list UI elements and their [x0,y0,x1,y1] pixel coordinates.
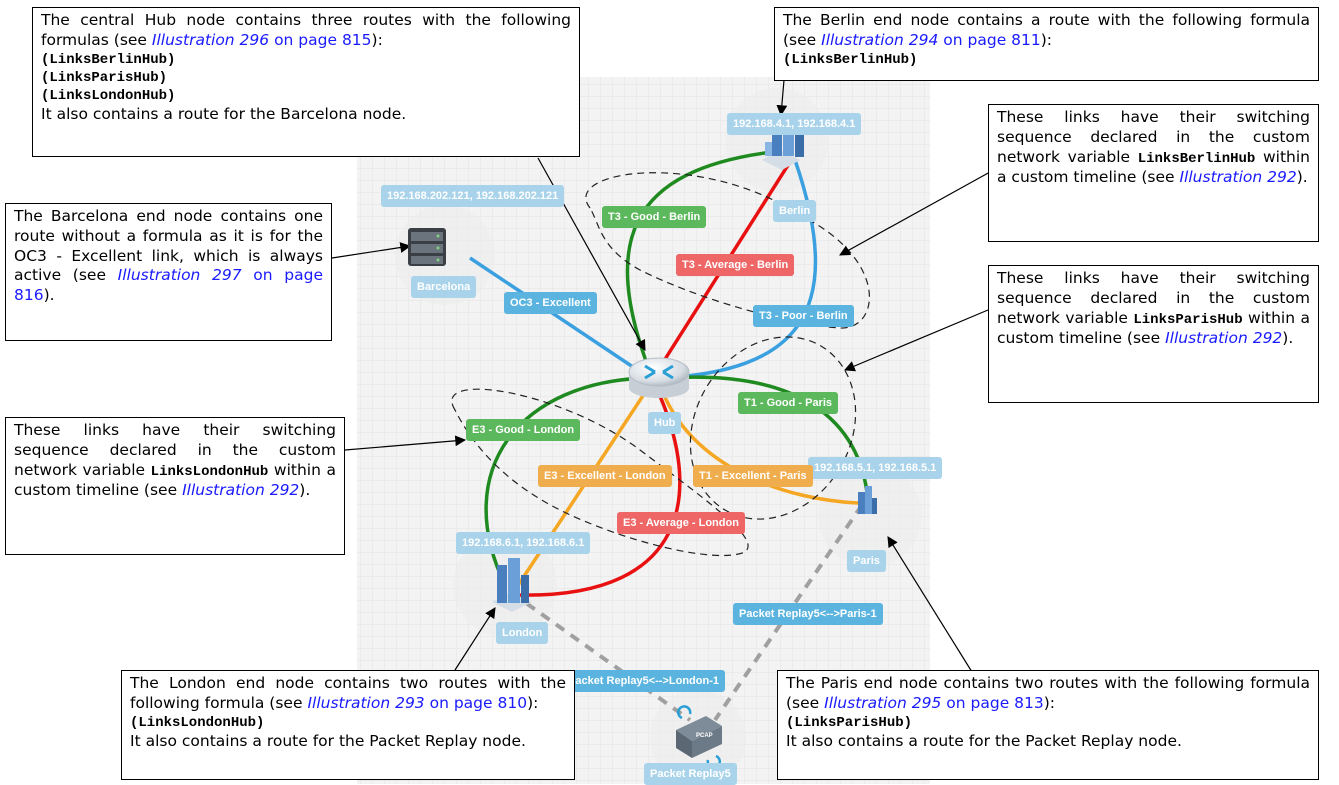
hub-formula-3: (LinksLondonHub) [41,87,176,104]
london-ip-label: 192.168.6.1, 192.168.6.1 [456,532,591,554]
paris-callout-arrow [887,536,973,673]
e3-average-london-label[interactable]: E3 - Average - London [617,512,745,534]
barcelona-name-label: Barcelona [411,276,477,298]
barcelona-callout-arrow [331,242,412,259]
t3-average-berlin-label[interactable]: T3 - Average - Berlin [676,254,795,276]
hub-formula-2: (LinksParisHub) [41,69,168,86]
london-callout-last: It also contains a route for the Packet … [130,731,526,750]
barcelona-callout-link[interactable]: Illustration 297 on page 816 [14,266,324,305]
t3-good-berlin-label[interactable]: T3 - Good - Berlin [602,206,707,228]
berlin-building-icon[interactable] [762,122,804,170]
paris-ip-label: 192.168.5.1, 192.168.5.1 [808,457,943,479]
replay-name-label: Packet Replay5 [644,763,737,785]
london-links-group [451,388,749,557]
hub-callout-last: It also contains a route for the Barcelo… [41,104,407,123]
berlin-links-link[interactable]: Illustration 292 [1179,167,1297,186]
paris-links-arrow [844,309,989,372]
berlin-links-group [585,172,870,329]
paris-callout: The Paris end node contains two routes w… [777,670,1319,780]
berlin-formula-1: (LinksBerlinHub) [783,51,918,68]
paris-callout-link[interactable]: Illustration 295 on page 813 [824,693,1044,712]
berlin-callout: The Berlin end node contains a route wit… [774,7,1319,81]
berlin-variable: LinksBerlinHub [1137,150,1256,167]
london-variable: LinksLondonHub [150,463,269,480]
paris-building-icon[interactable] [858,486,877,514]
paris-formula-1: (LinksParisHub) [786,714,913,731]
london-orange-link[interactable] [513,384,652,591]
paris-links-callout: These links have their switching sequenc… [988,265,1319,403]
pcap-icon-text: PCAP [696,733,713,739]
replay-paris-link-label[interactable]: Packet Replay5<-->Paris-1 [733,603,883,625]
london-links-link[interactable]: Illustration 292 [182,480,300,499]
barcelona-ip-label: 192.168.202.121, 192.168.202.121 [381,185,565,207]
paris-name-label: Paris [847,550,886,572]
berlin-links-arrow [839,171,991,256]
pcap-icon[interactable]: PCAP [676,705,722,769]
oc3-link[interactable] [469,256,646,377]
london-links-callout: These links have their switching sequenc… [5,417,345,555]
berlin-links-callout: These links have their switching sequenc… [988,104,1319,242]
oc3-link-label[interactable]: OC3 - Excellent [504,292,597,314]
hub-formula-1: (LinksBerlinHub) [41,51,176,68]
e3-good-london-label[interactable]: E3 - Good - London [466,419,581,441]
paris-callout-last: It also contains a route for the Packet … [786,731,1182,750]
paris-variable: LinksParisHub [1133,311,1243,328]
berlin-callout-link[interactable]: Illustration 294 on page 811 [821,30,1041,49]
paris-links-link[interactable]: Illustration 292 [1165,328,1283,347]
replay-london-link[interactable] [510,591,692,722]
router-icon[interactable] [628,357,690,398]
berlin-ip-label: 192.168.4.1, 192.168.4.1 [727,113,862,135]
t1-good-paris-label[interactable]: T1 - Good - Paris [738,392,839,414]
london-formula-1: (LinksLondonHub) [130,714,265,731]
london-callout-link[interactable]: Illustration 293 on page 810 [307,693,528,712]
london-callout-arrow [454,607,496,671]
london-building-icon[interactable] [492,558,532,612]
london-name-label: London [496,622,549,644]
t1-excellent-paris-label[interactable]: T1 - Excellent - Paris [693,465,813,487]
hub-callout-text: The central Hub node contains three rout… [41,11,571,49]
server-icon[interactable] [408,228,446,266]
hub-callout-link[interactable]: Illustration 296 on page 815 [151,30,372,49]
berlin-callout-arrow [776,79,788,117]
t3-poor-berlin-label[interactable]: T3 - Poor - Berlin [753,305,854,327]
hub-callout: The central Hub node contains three rout… [32,7,580,157]
barcelona-callout: The Barcelona end node contains one rout… [5,203,332,341]
london-callout: The London end node contains two routes … [121,670,575,780]
berlin-name-label: Berlin [773,200,817,222]
replay-london-link-label[interactable]: Packet Replay5<-->London-1 [562,670,725,692]
e3-excellent-london-label[interactable]: E3 - Excellent - London [538,465,672,487]
hub-name-label: Hub [648,412,682,434]
london-links-arrow [344,435,467,451]
